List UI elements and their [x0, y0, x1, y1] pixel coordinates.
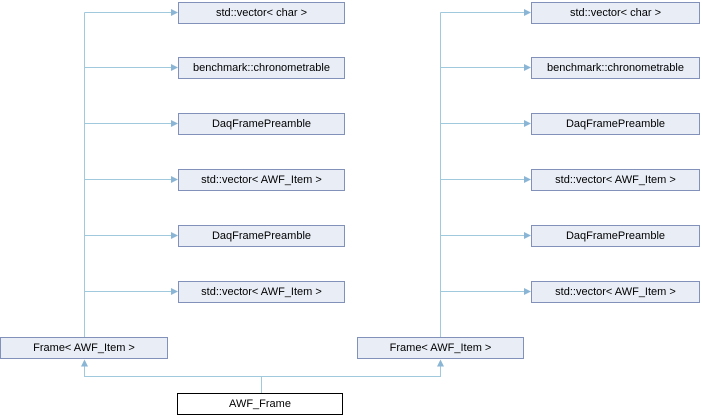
right-arrowhead-icon: [524, 64, 531, 71]
node-std-vector-awf-item-right-2[interactable]: std::vector< AWF_Item >: [531, 281, 700, 303]
right-composition-edges: [440, 9, 531, 337]
right-arrowhead-icon: [171, 288, 178, 295]
inheritance-edges: [81, 359, 444, 393]
left-composition-edges: [84, 9, 178, 337]
node-std-vector-awf-item-left-2[interactable]: std::vector< AWF_Item >: [178, 281, 345, 303]
node-benchmark-chronometrable-left[interactable]: benchmark::chronometrable: [178, 57, 345, 79]
node-std-vector-char-left[interactable]: std::vector< char >: [178, 2, 345, 24]
right-arrowhead-icon: [171, 64, 178, 71]
right-arrowhead-icon: [524, 176, 531, 183]
node-benchmark-chronometrable-right[interactable]: benchmark::chronometrable: [531, 57, 700, 79]
node-daqframepreamble-right-2[interactable]: DaqFramePreamble: [531, 225, 700, 247]
right-arrowhead-icon: [171, 9, 178, 16]
up-arrowhead-icon: [437, 359, 444, 367]
node-frame-awf-item-right[interactable]: Frame< AWF_Item >: [357, 337, 524, 359]
right-arrowhead-icon: [171, 120, 178, 127]
inheritance-line: [84, 366, 441, 377]
right-arrowhead-icon: [524, 288, 531, 295]
node-daqframepreamble-left-2[interactable]: DaqFramePreamble: [178, 225, 345, 247]
right-arrowhead-icon: [171, 176, 178, 183]
node-std-vector-char-right[interactable]: std::vector< char >: [531, 2, 700, 24]
right-arrowhead-icon: [524, 232, 531, 239]
node-std-vector-awf-item-left-1[interactable]: std::vector< AWF_Item >: [178, 169, 345, 191]
right-arrowhead-icon: [524, 120, 531, 127]
node-daqframepreamble-left-1[interactable]: DaqFramePreamble: [178, 113, 345, 135]
node-std-vector-awf-item-right-1[interactable]: std::vector< AWF_Item >: [531, 169, 700, 191]
right-arrowhead-icon: [524, 9, 531, 16]
up-arrowhead-icon: [81, 359, 88, 367]
node-awf-frame: AWF_Frame: [177, 393, 343, 415]
node-daqframepreamble-right-1[interactable]: DaqFramePreamble: [531, 113, 700, 135]
right-arrowhead-icon: [171, 232, 178, 239]
node-frame-awf-item-left[interactable]: Frame< AWF_Item >: [0, 337, 168, 359]
